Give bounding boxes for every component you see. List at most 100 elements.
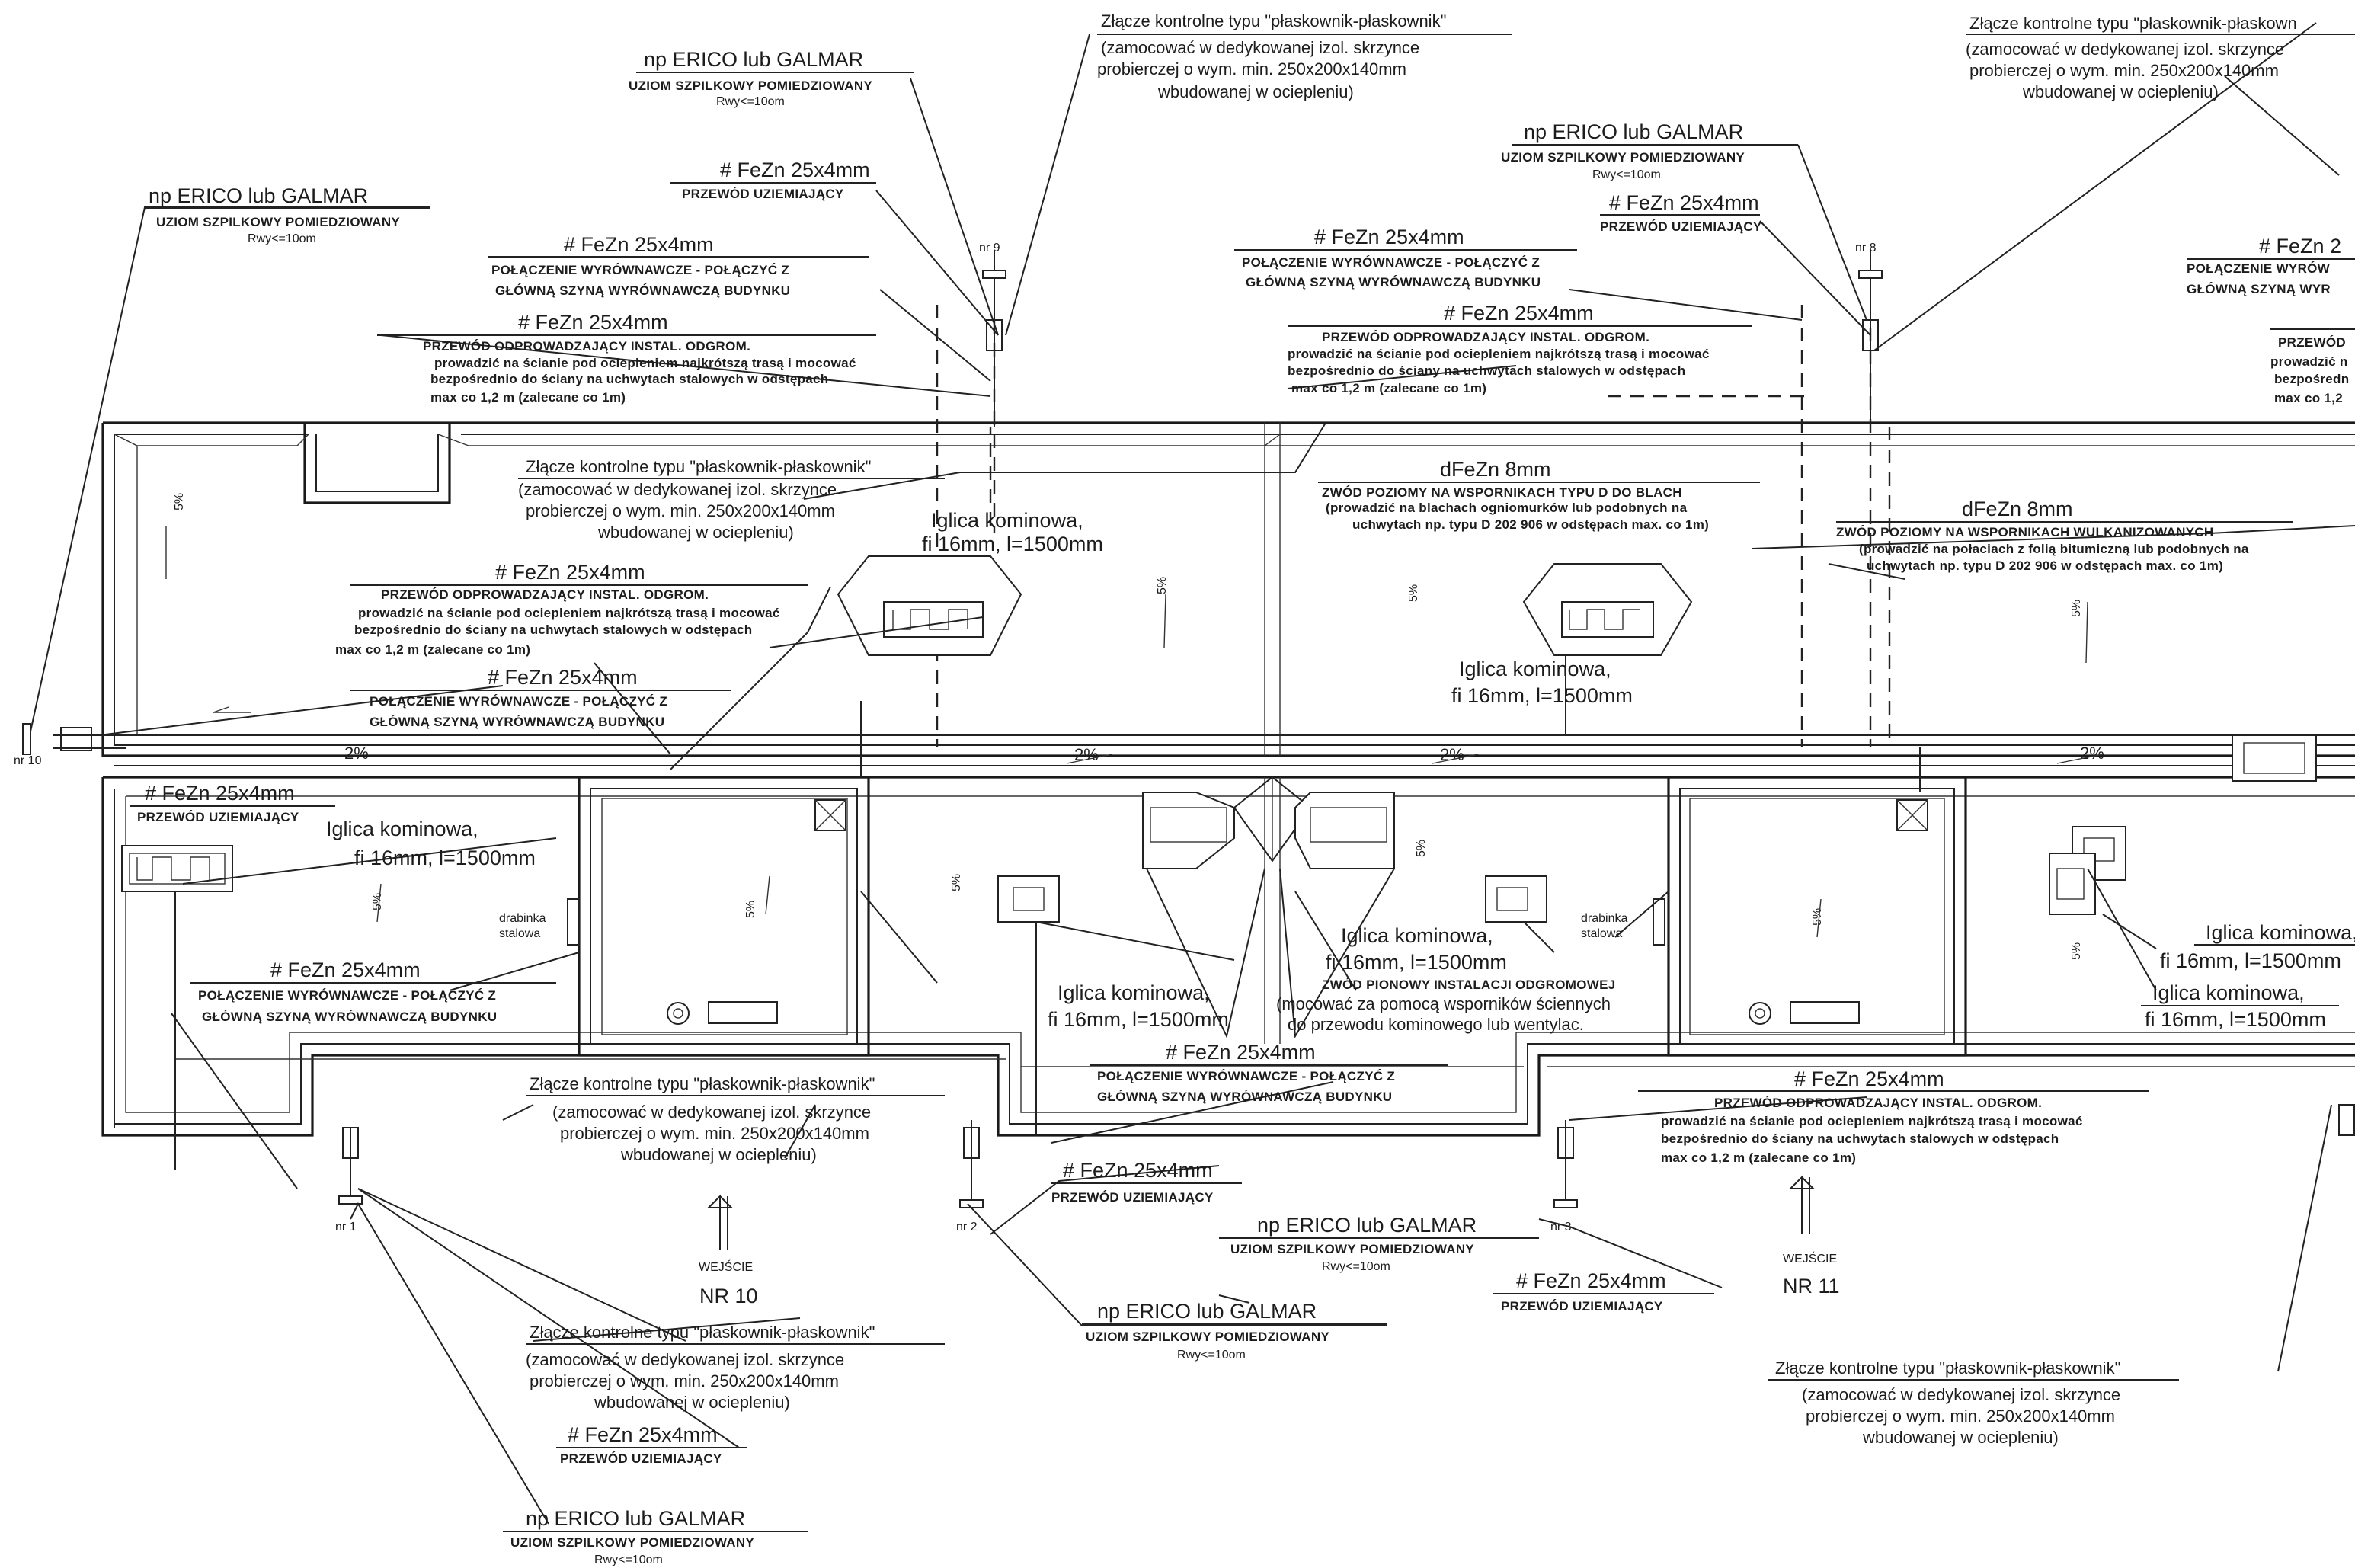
chimney-icon	[2232, 734, 2317, 782]
odprow-desc: bezpośredn	[2274, 372, 2349, 386]
vent-icon	[1749, 1002, 1771, 1025]
zlacze-desc: probierczej o wym. min. 250x200x140mm	[1806, 1406, 2115, 1426]
zlacze-desc: probierczej o wym. min. 250x200x140mm	[1097, 59, 1406, 78]
fezn-label: # FeZn 2	[2259, 235, 2341, 258]
polacz-desc: GŁÓWNĄ SZYNĄ WYRÓWNAWCZĄ BUDYNKU	[495, 283, 790, 298]
erico-label: np ERICO lub GALMAR	[644, 48, 863, 71]
zlacze-label: Złącze kontrolne typu "płaskownik-płasko…	[1101, 11, 1446, 30]
fezn-label: # FeZn 25x4mm	[1609, 191, 1759, 214]
pion-desc: do przewodu kominowego lub wentylac.	[1288, 1015, 1584, 1034]
erico-rwy: Rwy<=10om	[1592, 168, 1661, 181]
zlacze-desc: wbudowanej w ociepleniu)	[1862, 1428, 2059, 1447]
slope-label: 5%	[371, 893, 384, 910]
slope-label: 2%	[2080, 744, 2104, 763]
erico-rwy: Rwy<=10om	[1177, 1349, 1246, 1362]
odprow-desc: prowadzić na ścianie pod ociepleniem naj…	[1661, 1114, 2083, 1128]
fezn-desc: PRZEWÓD UZIEMIAJĄCY	[1051, 1190, 1214, 1205]
ladder-icon	[1653, 898, 1665, 946]
odprow-desc: PRZEWÓD	[2278, 335, 2346, 350]
nr-label: nr 1	[335, 1221, 357, 1234]
nr-label: nr 3	[1550, 1221, 1572, 1234]
entrance-label: WEJŚCIE	[699, 1259, 753, 1274]
ladder-icon	[567, 898, 580, 946]
zwod-desc: uchwytach np. typu D 202 906 w odstępach…	[1352, 517, 1709, 532]
polacz-desc: GŁÓWNĄ SZYNĄ WYRÓWNAWCZĄ BUDYNKU	[1246, 275, 1541, 290]
ladder-label: drabinka	[1581, 912, 1627, 925]
erico-rwy: Rwy<=10om	[248, 232, 316, 245]
odprow-desc: max co 1,2	[2274, 391, 2343, 405]
ladder-label: stalowa	[1581, 927, 1622, 940]
nr-label: nr 2	[956, 1221, 978, 1234]
erico-desc: UZIOM SZPILKOWY POMIEDZIOWANY	[1086, 1330, 1329, 1344]
zlacze-desc: (zamocować w dedykowanej izol. skrzynce	[552, 1102, 871, 1122]
fezn-label: # FeZn 25x4mm	[1314, 226, 1464, 248]
fezn-label: # FeZn 25x4mm	[1166, 1041, 1316, 1064]
slope-label: 5%	[1156, 577, 1169, 594]
erico-rwy: Rwy<=10om	[1322, 1260, 1390, 1273]
chimney-air-rods	[121, 555, 2317, 1039]
iglica-label: Iglica kominowa,	[1341, 924, 1493, 947]
zlacze-desc: probierczej o wym. min. 250x200x140mm	[530, 1371, 839, 1390]
fezn-desc: PRZEWÓD UZIEMIAJĄCY	[1600, 219, 1762, 234]
horizontal-air-terminations	[53, 640, 2355, 1170]
zwod-desc: (prowadzić na połaciach z folią bitumicz…	[1859, 542, 2249, 556]
entrance-number: NR 10	[699, 1285, 758, 1307]
ladder-label: drabinka	[499, 912, 546, 925]
fezn-label: # FeZn 25x4mm	[1444, 302, 1594, 325]
zlacze-desc: wbudowanej w ociepleniu)	[597, 523, 794, 542]
vent-icon	[667, 1002, 690, 1025]
erico-desc: UZIOM SZPILKOWY POMIEDZIOWANY	[156, 215, 400, 229]
erico-label: np ERICO lub GALMAR	[149, 184, 368, 207]
nr-label: nr 8	[1855, 242, 1877, 254]
fezn-label: # FeZn 25x4mm	[518, 311, 668, 334]
roof-hatch-icon	[1896, 799, 1928, 831]
ladder-label: stalowa	[499, 927, 540, 940]
odprow-desc: bezpośrednio do ściany na uchwytach stal…	[354, 622, 753, 637]
zlacze-desc: (zamocować w dedykowanej izol. skrzynce	[1802, 1385, 2120, 1404]
iglica-label: Iglica kominowa,	[2206, 921, 2355, 944]
polacz-desc: GŁÓWNĄ SZYNĄ WYR	[2187, 282, 2331, 296]
fezn-label: # FeZn 25x4mm	[495, 561, 645, 584]
fezn-label: # FeZn 25x4mm	[1794, 1067, 1944, 1090]
earth-terminations	[22, 251, 2355, 1250]
polacz-desc: GŁÓWNĄ SZYNĄ WYRÓWNAWCZĄ BUDYNKU	[370, 715, 664, 729]
odprow-desc: PRZEWÓD ODPROWADZAJĄCY INSTAL. ODGROM.	[1714, 1096, 2042, 1110]
roof-outline	[101, 421, 2355, 1137]
zlacze-desc: wbudowanej w ociepleniu)	[1157, 82, 1354, 101]
odprow-desc: max co 1,2 m (zalecane co 1m)	[1291, 381, 1486, 395]
chimney-icon	[1485, 875, 1547, 923]
slope-label: 5%	[2070, 600, 2083, 617]
zlacze-desc: probierczej o wym. min. 250x200x140mm	[1969, 61, 2279, 80]
polacz-desc: POŁĄCZENIE WYRÓWNAWCZE - POŁĄCZYĆ Z	[370, 694, 667, 709]
erico-rwy: Rwy<=10om	[594, 1554, 663, 1566]
erico-label: np ERICO lub GALMAR	[1257, 1214, 1477, 1237]
fezn-desc: PRZEWÓD UZIEMIAJĄCY	[137, 810, 299, 824]
erico-desc: UZIOM SZPILKOWY POMIEDZIOWANY	[629, 78, 872, 93]
iglica-label: Iglica kominowa,	[1459, 658, 1611, 680]
zwod-desc: ZWÓD POZIOMY NA WSPORNIKACH WULKANIZOWAN…	[1836, 525, 2213, 539]
chimney-icon	[1142, 792, 1235, 869]
polacz-desc: GŁÓWNĄ SZYNĄ WYRÓWNAWCZĄ BUDYNKU	[202, 1010, 497, 1024]
iglica-label: Iglica kominowa,	[326, 818, 478, 840]
polacz-desc: GŁÓWNĄ SZYNĄ WYRÓWNAWCZĄ BUDYNKU	[1097, 1090, 1392, 1104]
odprow-desc: bezpośrednio do ściany na uchwytach stal…	[1661, 1131, 2059, 1146]
label-underlines	[130, 34, 2355, 1532]
chimney-icon	[997, 875, 1060, 923]
zlacze-desc: wbudowanej w ociepleniu)	[594, 1393, 790, 1412]
odprow-desc: prowadzić na ścianie pod ociepleniem naj…	[1288, 347, 1710, 361]
odprow-desc: prowadzić na ścianie pod ociepleniem naj…	[358, 606, 780, 620]
odprow-desc: bezpośrednio do ściany na uchwytach stal…	[1288, 363, 1686, 378]
zwod-desc: uchwytach np. typu D 202 906 w odstępach…	[1867, 558, 2223, 573]
fezn-label: # FeZn 25x4mm	[720, 158, 870, 181]
zlacze-desc: wbudowanej w ociepleniu)	[2022, 82, 2219, 101]
fezn-label: # FeZn 25x4mm	[488, 666, 638, 689]
slope-label: 5%	[173, 493, 186, 510]
zwod-desc: ZWÓD POZIOMY NA WSPORNIKACH TYPU D DO BL…	[1322, 485, 1682, 500]
nr-label: nr 9	[979, 242, 1000, 254]
iglica-label: Iglica kominowa,	[2152, 981, 2305, 1004]
odprow-desc: prowadzić na ścianie pod ociepleniem naj…	[434, 356, 856, 370]
fezn-desc: PRZEWÓD UZIEMIAJĄCY	[1501, 1299, 1663, 1314]
fezn-desc: PRZEWÓD UZIEMIAJĄCY	[682, 187, 844, 201]
entrance-label: WEJŚCIE	[1783, 1251, 1837, 1266]
